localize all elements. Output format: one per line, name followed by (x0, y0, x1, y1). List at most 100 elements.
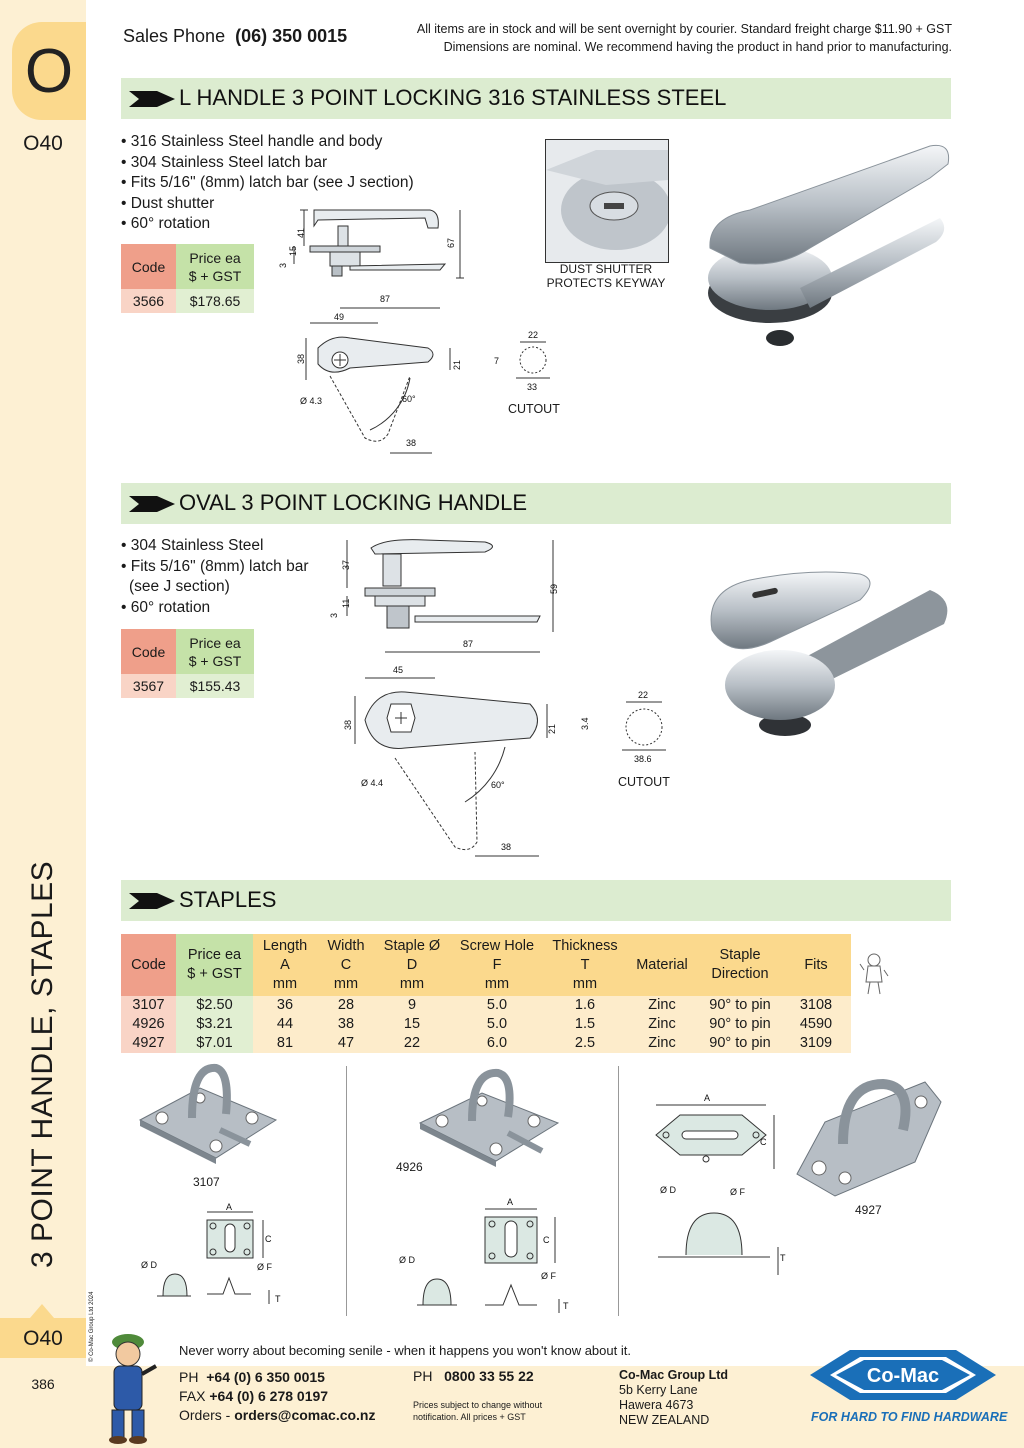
oval-handle-photo (710, 571, 948, 736)
comac-logo: Co-Mac (810, 1350, 996, 1400)
svg-text:11: 11 (341, 599, 351, 608)
staple-3107-photo (138, 1064, 278, 1164)
code-header: Code (121, 244, 176, 289)
svg-text:87: 87 (463, 639, 473, 649)
staple-4927-photo (796, 1078, 942, 1197)
svg-text:22: 22 (638, 690, 648, 700)
svg-text:A: A (226, 1202, 232, 1212)
arrow-icon (129, 496, 175, 512)
l-handle-photo (708, 144, 950, 346)
staple-4927-diagram: A C Ø D Ø F T (655, 1093, 786, 1275)
svg-text:3: 3 (329, 613, 339, 618)
dim-label: 49 (334, 312, 344, 322)
section-header-oval: OVAL 3 POINT LOCKING HANDLE (121, 483, 951, 524)
footer-quote: Never worry about becoming senile - when… (179, 1343, 631, 1358)
feature-list: 304 Stainless Steel Fits 5/16" (8mm) lat… (121, 536, 309, 618)
arrow-icon (129, 893, 175, 909)
product-label: 3107 (193, 1175, 220, 1189)
product-code: 3566 (121, 289, 176, 313)
code-header: Code (121, 629, 176, 674)
svg-text:Ø F: Ø F (541, 1271, 557, 1281)
mascot-illustration (109, 1334, 157, 1444)
svg-text:38: 38 (501, 842, 511, 852)
svg-text:21: 21 (547, 724, 557, 734)
svg-text:C: C (265, 1234, 272, 1244)
feature-item: 60° rotation (121, 214, 414, 235)
section-letter: O (24, 37, 74, 106)
vertical-title: 3 POINT HANDLE, STAPLES (26, 860, 59, 1268)
letter-tab (12, 22, 86, 120)
staple-4926-photo (418, 1068, 560, 1167)
svg-text:C: C (760, 1137, 767, 1147)
col-fits: Fits (781, 934, 851, 996)
svg-text:3.4: 3.4 (580, 717, 590, 730)
svg-text:38: 38 (343, 720, 353, 730)
section-title: OVAL 3 POINT LOCKING HANDLE (179, 490, 528, 515)
section-header-l-handle: L HANDLE 3 POINT LOCKING 316 STAINLESS S… (121, 78, 951, 119)
copyright: © Co-Mac Group Ltd 2024 (89, 1291, 95, 1362)
company-address: Co-Mac Group Ltd 5b Kerry Lane Hawera 46… (619, 1368, 729, 1427)
svg-text:59: 59 (549, 584, 559, 594)
product-price: $178.65 (176, 289, 254, 313)
dust-shutter-photo (545, 139, 669, 263)
divider (346, 1066, 347, 1316)
price-header: Price ea$ + GST (176, 629, 254, 674)
header-note: All items are in stock and will be sent … (360, 20, 952, 56)
page-code-bottom: O40 (23, 1327, 63, 1350)
svg-text:T: T (563, 1301, 569, 1311)
section-title: STAPLES (179, 887, 277, 912)
dim-label: 38 (296, 354, 306, 364)
col-price: Price ea$ + GST (176, 934, 253, 996)
contact-block: PH +64 (0) 6 350 0015 FAX +64 (0) 6 278 … (179, 1369, 376, 1423)
svg-text:45: 45 (393, 665, 403, 675)
cutout-label: CUTOUT (508, 402, 560, 416)
bottom-tab (0, 1318, 86, 1358)
freephone-number[interactable]: 0800 33 55 22 (444, 1368, 534, 1384)
cutout-diagram-1: 22 7 33 (494, 330, 550, 392)
svg-text:Ø D: Ø D (141, 1260, 158, 1270)
dim-label: Ø 4.3 (300, 396, 322, 406)
oval-handle-diagram: 37 11 3 59 87 45 38 21 Ø 4.4 60° 38 (329, 539, 559, 857)
svg-text:C: C (543, 1235, 550, 1245)
feature-item: 304 Stainless Steel (121, 536, 309, 557)
sales-number[interactable]: (06) 350 0015 (235, 26, 348, 46)
feature-item: Dust shutter (121, 194, 414, 215)
dust-shutter-image (546, 150, 668, 250)
svg-text:Ø F: Ø F (730, 1187, 746, 1197)
phone-number[interactable]: +64 (0) 6 350 0015 (206, 1369, 325, 1385)
staple-3107-diagram: A C Ø D Ø F T (141, 1202, 281, 1304)
price-table: Code Price ea$ + GST 3566 $178.65 (121, 244, 254, 313)
sidebar (0, 0, 86, 1448)
dim-label: 67 (446, 238, 456, 248)
mascot-small-icon (859, 953, 889, 995)
svg-text:7: 7 (494, 356, 499, 366)
svg-text:33: 33 (527, 382, 537, 392)
section-title: L HANDLE 3 POINT LOCKING 316 STAINLESS S… (179, 85, 727, 110)
product-code: 3567 (121, 674, 176, 698)
svg-text:T: T (275, 1294, 281, 1304)
svg-text:Ø 4.4: Ø 4.4 (361, 778, 383, 788)
dim-label: 3 (278, 263, 288, 268)
feature-item: 304 Stainless Steel latch bar (121, 153, 414, 174)
section-header-staples: STAPLES (121, 880, 951, 921)
l-handle-diagram: 41 15 3 67 87 49 38 21 Ø 4.3 60° 38 (278, 209, 464, 454)
price-table: Code Price ea$ + GST 3567 $155.43 (121, 629, 254, 698)
svg-text:A: A (704, 1093, 710, 1103)
orders-email[interactable]: orders@comac.co.nz (234, 1407, 376, 1423)
col-code: Code (121, 934, 176, 996)
dim-label: 21 (452, 360, 462, 370)
sales-label: Sales Phone (123, 26, 226, 46)
product-label: 4926 (396, 1160, 423, 1174)
svg-text:Ø F: Ø F (257, 1262, 273, 1272)
cutout-label: CUTOUT (618, 775, 670, 789)
